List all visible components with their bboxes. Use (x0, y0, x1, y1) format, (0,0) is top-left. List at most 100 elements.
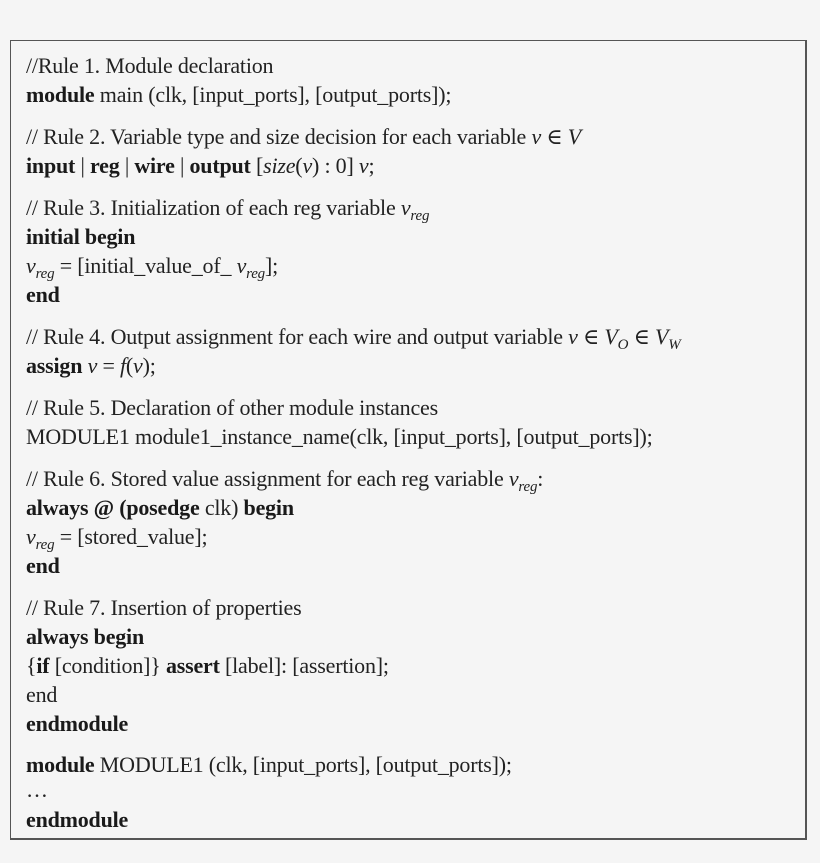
rule-5: // Rule 5. Declaration of other module i… (26, 393, 801, 451)
code-text: clk) (199, 495, 244, 520)
rule-4-code: assign v = f(v); (26, 351, 801, 380)
rule-3-code-1: initial begin (26, 222, 801, 251)
rule-3-comment: // Rule 3. Initialization of each reg va… (26, 193, 801, 224)
rule-5-code: MODULE1 module1_instance_name(clk, [inpu… (26, 424, 653, 449)
keyword-endmodule: endmodule (26, 711, 129, 736)
keyword-reg: reg (89, 153, 120, 178)
subscript-reg: reg (35, 266, 55, 282)
keyword-end: end (26, 282, 60, 307)
module1-ellipsis: … (26, 777, 48, 802)
code-text: ( (125, 353, 134, 378)
rule-1-code: module main (clk, [input_ports], [output… (26, 80, 801, 109)
rule-7-code-2: {if [condition]} assert [label]: [assert… (26, 651, 801, 680)
rule-4: // Rule 4. Output assignment for each wi… (26, 322, 801, 380)
rule-6-code-1: always @ (posedge clk) begin (26, 493, 801, 522)
rule-7-code-1: always begin (26, 622, 801, 651)
keyword-assert: assert (165, 653, 220, 678)
subscript-reg: reg (35, 537, 55, 553)
code-text: [ (250, 153, 264, 178)
math-V: V (567, 124, 581, 149)
code-listing-box: //Rule 1. Module declaration module main… (10, 40, 807, 840)
rule-4-comment: // Rule 4. Output assignment for each wi… (26, 322, 801, 353)
code-text: ( (295, 153, 303, 178)
separator: | (174, 153, 190, 178)
subscript-reg: reg (246, 266, 265, 282)
rule-7-code-3: end (26, 682, 58, 707)
code-text: MODULE1 (clk, [input_ports], [output_por… (94, 752, 512, 777)
math-V: V (655, 324, 669, 349)
math-v: v (302, 153, 313, 178)
code-text: [label]: [assertion]; (219, 653, 389, 678)
rule-6-code-2: vreg = [stored_value]; (26, 522, 801, 553)
keyword-always-begin: always begin (26, 624, 145, 649)
module1-code-3: endmodule (26, 805, 801, 834)
code-text: { (26, 653, 37, 678)
subscript-reg: reg (410, 208, 430, 224)
rule-1: //Rule 1. Module declaration module main… (26, 51, 801, 109)
element-of-symbol: ∈ (577, 324, 605, 349)
module1-definition: module MODULE1 (clk, [input_ports], [out… (26, 750, 801, 834)
keyword-wire: wire (134, 153, 175, 178)
code-text: = (97, 353, 120, 378)
math-v: v (531, 124, 542, 149)
comment-text: // Rule 4. Output assignment for each wi… (26, 324, 569, 349)
keyword-initial-begin: initial begin (26, 224, 136, 249)
keyword-output: output (189, 153, 251, 178)
code-text: ) : 0] (312, 153, 359, 178)
element-of-symbol: ∈ (541, 124, 568, 149)
rule-7-comment: // Rule 7. Insertion of properties (26, 595, 302, 620)
rule-6-code-3: end (26, 551, 801, 580)
math-v: v (26, 524, 36, 549)
math-v: v (568, 324, 578, 349)
keyword-module: module (26, 82, 95, 107)
rule-2: // Rule 2. Variable type and size decisi… (26, 122, 801, 180)
keyword-endmodule: endmodule (26, 807, 129, 832)
subscript-reg: reg (518, 479, 538, 495)
code-text: = [stored_value]; (54, 524, 208, 549)
code-text: : (537, 466, 544, 491)
code-text: [condition]} (49, 653, 166, 678)
rule-2-code: input | reg | wire | output [size(v) : 0… (26, 151, 801, 180)
keyword-assign: assign (26, 353, 83, 378)
code-text: main (clk, [input_ports], [output_ports]… (94, 82, 452, 107)
rule-6-comment: // Rule 6. Stored value assignment for e… (26, 464, 801, 495)
rule-7-code-4: endmodule (26, 709, 801, 738)
element-of-symbol: ∈ (628, 324, 655, 349)
code-text: ]; (264, 253, 279, 278)
math-v: v (236, 253, 247, 278)
math-v: v (400, 195, 411, 220)
keyword-if: if (36, 653, 50, 678)
rule-1-comment: //Rule 1. Module declaration (26, 53, 274, 78)
math-V: V (604, 324, 618, 349)
keyword-always-posedge: always @ (posedge (26, 495, 200, 520)
math-v: v (133, 353, 143, 378)
rule-2-comment: // Rule 2. Variable type and size decisi… (26, 122, 801, 151)
keyword-module: module (26, 752, 95, 777)
subscript-O: O (617, 337, 629, 353)
code-text: ); (142, 353, 156, 378)
rule-5-comment: // Rule 5. Declaration of other module i… (26, 395, 438, 420)
math-v: v (87, 353, 98, 378)
math-v: v (508, 466, 519, 491)
code-text: ; (368, 153, 375, 178)
rule-6: // Rule 6. Stored value assignment for e… (26, 464, 801, 580)
math-v: v (358, 153, 369, 178)
module1-code-1: module MODULE1 (clk, [input_ports], [out… (26, 750, 801, 779)
comment-text: // Rule 3. Initialization of each reg va… (26, 195, 401, 220)
keyword-input: input (26, 153, 76, 178)
separator: | (119, 153, 135, 178)
comment-text: // Rule 6. Stored value assignment for e… (26, 466, 509, 491)
math-f: f (119, 353, 126, 378)
comment-text: // Rule 2. Variable type and size decisi… (26, 124, 532, 149)
separator: | (75, 153, 90, 178)
rule-3: // Rule 3. Initialization of each reg va… (26, 193, 801, 309)
code-text: = [initial_value_of_ (54, 253, 237, 278)
keyword-end: end (26, 553, 60, 578)
rule-7: // Rule 7. Insertion of properties alway… (26, 593, 801, 738)
math-v: v (26, 253, 36, 278)
math-size: size (263, 153, 296, 178)
keyword-begin: begin (243, 495, 295, 520)
subscript-W: W (668, 337, 681, 353)
rule-3-code-2: vreg = [initial_value_of_ vreg]; (26, 251, 801, 282)
rule-3-code-3: end (26, 280, 801, 309)
